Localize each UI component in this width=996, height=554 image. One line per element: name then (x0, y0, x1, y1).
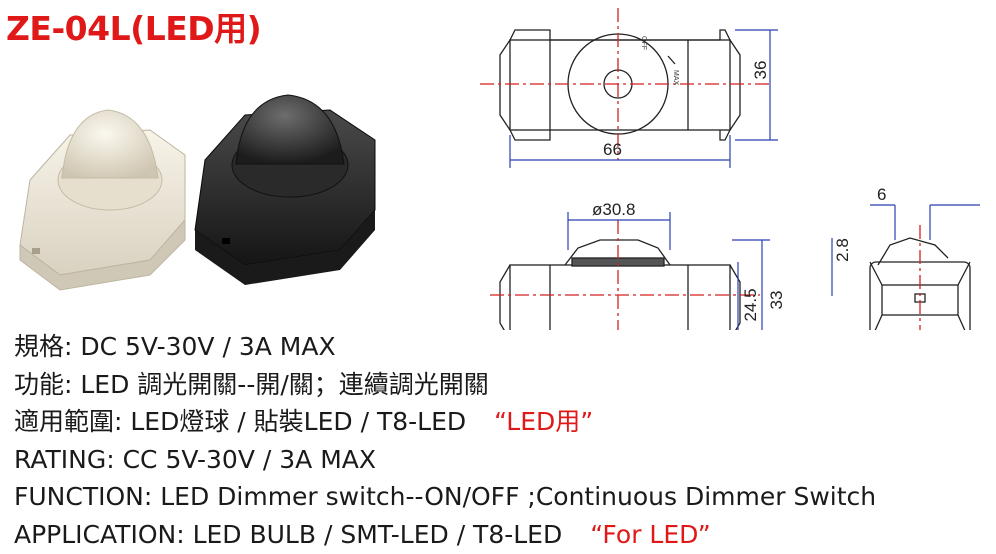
product-photo (19, 94, 376, 291)
knob-label-off: OFF (640, 36, 647, 50)
dim-inner-height: 24.5 (741, 288, 760, 321)
technical-drawing: 66 36 ø30.8 33 24.5 2.8 6 OFF MAX (480, 8, 980, 330)
knob-label-max: MAX (672, 70, 679, 86)
dim-knob-height: 2.8 (833, 238, 852, 262)
spec-line-rating: RATING: CC 5V-30V / 3A MAX (14, 444, 377, 474)
dim-height-side: 33 (767, 291, 786, 310)
spec-line-function-cn: 功能: LED 調光開關--開/關；連續調光開關 (14, 369, 489, 399)
spec-line-application-cn: 適用範圍: LED燈球 / 貼裝LED / T8-LED“LED用” (14, 407, 594, 436)
front-view (499, 239, 741, 330)
for-led-tag: “For LED” (590, 519, 711, 549)
product-title: ZE-04L(LED用) (6, 9, 262, 48)
black-dimmer-switch (194, 94, 376, 285)
for-led-tag-cn: “LED用” (494, 407, 594, 436)
dimension-lines (509, 29, 980, 330)
top-view (499, 29, 741, 141)
spec-list: 規格: DC 5V-30V / 3A MAX 功能: LED 調光開關--開/關… (14, 328, 876, 553)
spec-line-application: APPLICATION: LED BULB / SMT-LED / T8-LED… (14, 519, 711, 549)
white-dimmer-switch (19, 109, 186, 291)
dim-diameter: ø30.8 (592, 200, 635, 219)
dim-length: 66 (603, 140, 622, 159)
dim-slot-width: 6 (877, 185, 886, 204)
dim-height-top: 36 (751, 61, 770, 80)
center-lines (480, 8, 921, 330)
spec-line-spec: 規格: DC 5V-30V / 3A MAX (14, 332, 336, 361)
spec-line-function: FUNCTION: LED Dimmer switch--ON/OFF ;Con… (14, 482, 877, 511)
